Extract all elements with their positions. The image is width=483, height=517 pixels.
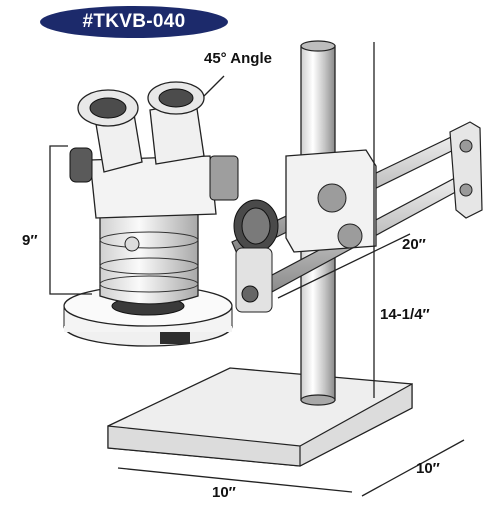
dimension-lines	[49, 42, 465, 497]
arm-length-label: 20″	[402, 236, 426, 253]
pole-clamp	[285, 149, 377, 253]
base-width-label: 10″	[212, 484, 236, 501]
height-label: 9″	[22, 232, 38, 249]
base-depth-label: 10″	[416, 460, 440, 477]
model-number: #TKVB-040	[82, 11, 186, 32]
base-plate	[107, 367, 413, 467]
angle-label: 45° Angle	[204, 50, 272, 67]
model-number-badge: #TKVB-040	[40, 6, 228, 38]
focus-knob	[233, 199, 279, 313]
pole-height-label: 14-1/4″	[380, 306, 430, 323]
microscope-head	[63, 81, 239, 347]
